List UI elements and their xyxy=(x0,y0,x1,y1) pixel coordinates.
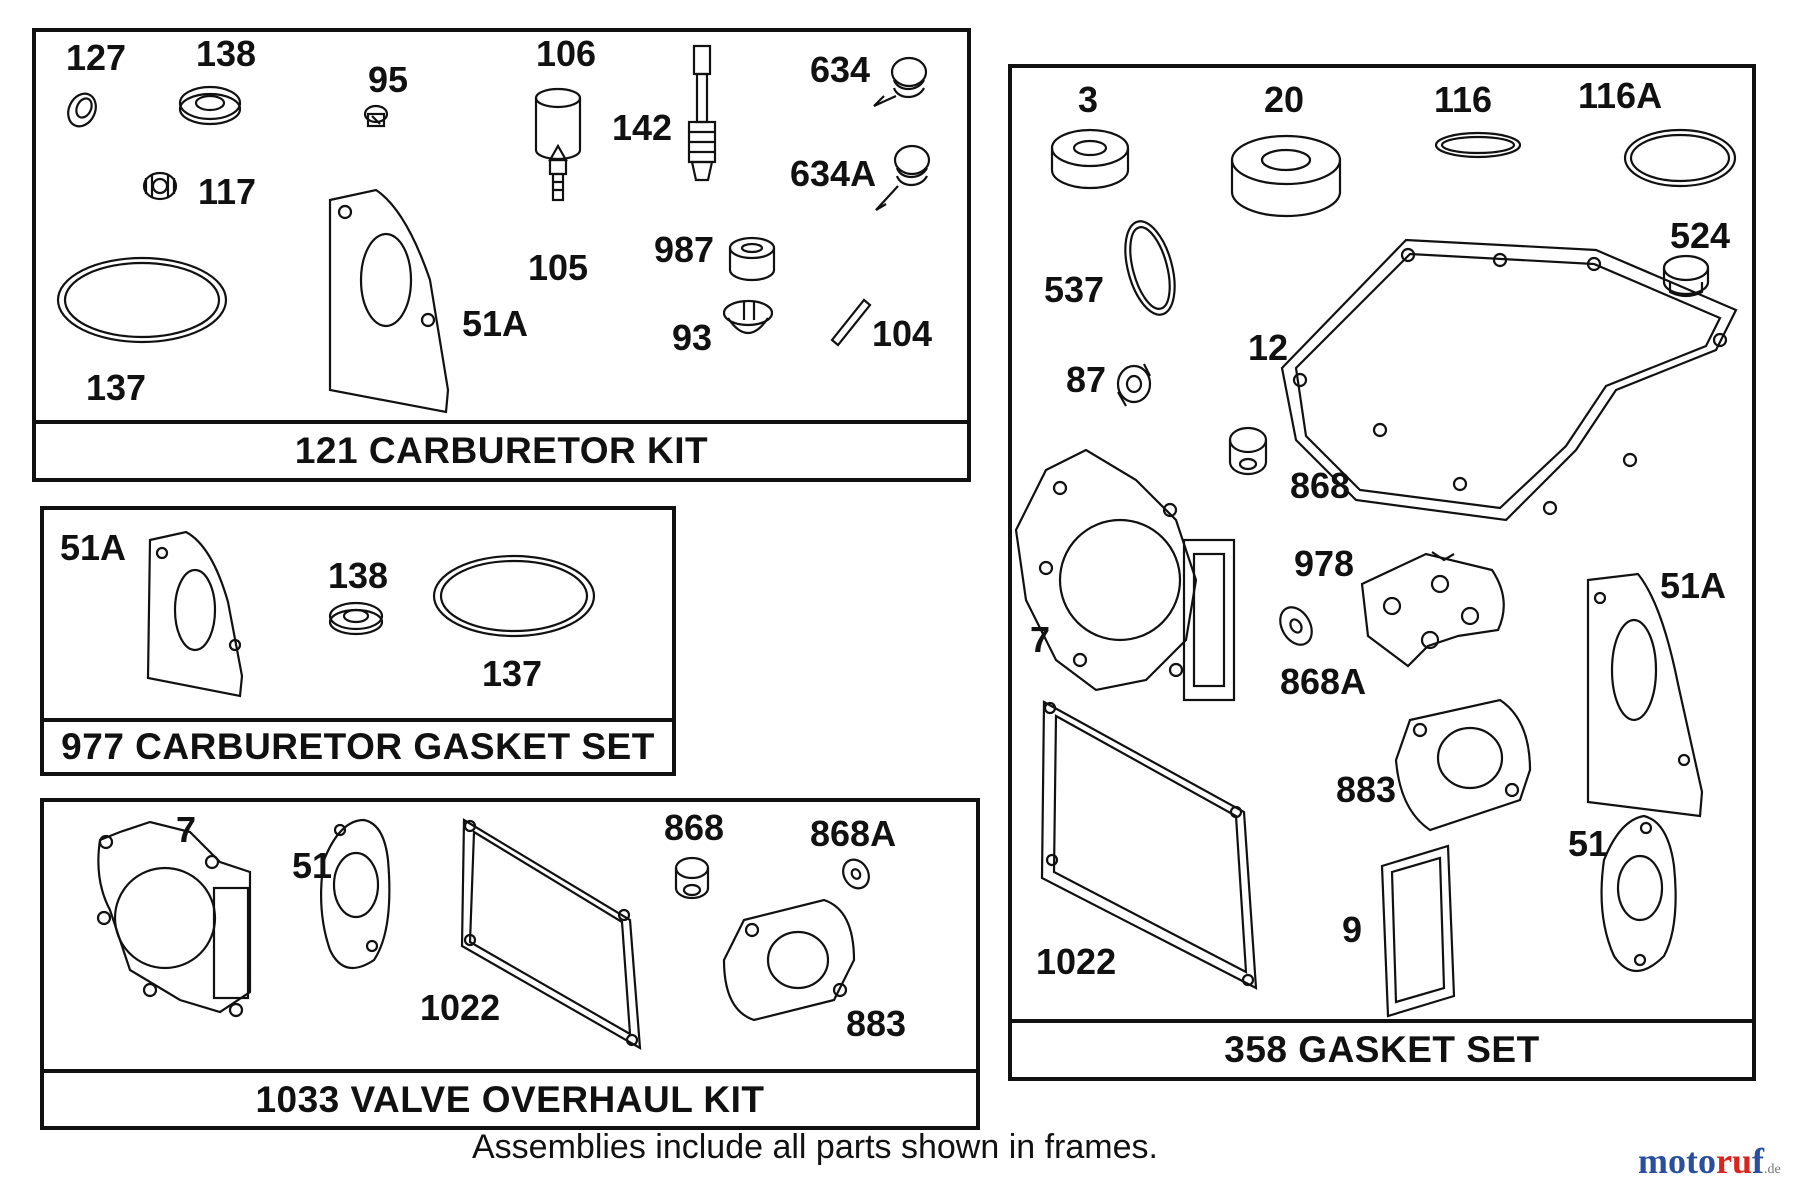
part-524-plug xyxy=(1662,254,1710,298)
part-20-seal xyxy=(1230,134,1342,218)
label-116a: 116A xyxy=(1578,75,1663,116)
part-138-washer-set2 xyxy=(328,601,384,636)
part-1022-cover-gasket xyxy=(1040,700,1258,990)
part-1022-cover-gasket-kit xyxy=(460,818,642,1050)
part-138-washer xyxy=(178,85,242,126)
label-1022-kit: 1022 xyxy=(420,987,501,1028)
part-634a-spring xyxy=(875,144,931,211)
label-105: 105 xyxy=(528,247,589,288)
carburetor-kit-frame: 121 CARBURETOR KIT xyxy=(32,28,971,482)
label-104: 104 xyxy=(872,313,933,354)
label-978: 978 xyxy=(1294,543,1355,584)
footer-note: Assemblies include all parts shown in fr… xyxy=(472,1128,1158,1166)
label-868-kit: 868 xyxy=(664,807,725,848)
part-12-crankcase-gasket xyxy=(1280,238,1738,522)
label-868a-kit: 868A xyxy=(810,813,897,854)
part-978-bracket xyxy=(1360,551,1505,668)
part-87-seal xyxy=(1116,363,1152,407)
label-20: 20 xyxy=(1264,79,1305,120)
part-987-bushing xyxy=(728,236,776,282)
label-634a: 634A xyxy=(790,153,877,194)
part-105-needle xyxy=(548,143,568,202)
label-127: 127 xyxy=(66,37,127,78)
part-9-gasket xyxy=(1380,844,1456,1018)
part-137-ring xyxy=(56,256,228,344)
label-117: 117 xyxy=(198,171,257,212)
label-868a: 868A xyxy=(1280,661,1367,702)
part-883-gasket-kit xyxy=(722,898,856,1022)
part-127-washer xyxy=(67,92,97,128)
label-138-set2: 138 xyxy=(328,555,389,596)
label-93: 93 xyxy=(672,317,713,358)
part-883-gasket xyxy=(1394,698,1532,832)
carburetor-gasket-set-frame: 977 CARBURETOR GASKET SET xyxy=(40,506,676,776)
part-7-head-gasket xyxy=(1014,448,1236,702)
label-7-kit: 7 xyxy=(176,809,197,850)
label-1022: 1022 xyxy=(1036,941,1117,982)
label-106: 106 xyxy=(536,33,597,74)
label-87: 87 xyxy=(1066,359,1107,400)
label-95: 95 xyxy=(368,59,409,100)
part-116a-oring xyxy=(1623,128,1737,188)
part-868a-washer-kit xyxy=(842,858,870,890)
part-142-jet xyxy=(687,44,717,182)
part-95-screw xyxy=(363,104,389,128)
carburetor-gasket-set-title: 977 CARBURETOR GASKET SET xyxy=(44,718,672,772)
label-3: 3 xyxy=(1078,79,1099,120)
valve-overhaul-kit-title: 1033 VALVE OVERHAUL KIT xyxy=(44,1069,976,1126)
label-868: 868 xyxy=(1290,465,1351,506)
carburetor-kit-title: 121 CARBURETOR KIT xyxy=(36,420,967,478)
label-883-kit: 883 xyxy=(846,1003,907,1044)
label-524: 524 xyxy=(1670,215,1731,256)
label-883: 883 xyxy=(1336,769,1397,810)
label-137-set2: 137 xyxy=(482,653,543,694)
label-9: 9 xyxy=(1342,909,1363,950)
part-137-ring-set2 xyxy=(432,554,596,638)
label-51: 51 xyxy=(1568,823,1609,864)
label-537: 537 xyxy=(1044,269,1105,310)
brand-watermark: motoruf.de xyxy=(1638,1141,1781,1181)
label-51a: 51A xyxy=(462,303,529,344)
label-51a-gs: 51A xyxy=(1660,565,1727,606)
part-3-seal xyxy=(1050,128,1130,190)
part-868-seal xyxy=(1228,426,1268,476)
label-51a-set2: 51A xyxy=(60,527,127,568)
part-868-seal-kit xyxy=(674,856,710,900)
part-51a-gasket-set2 xyxy=(146,530,244,698)
label-7: 7 xyxy=(1030,619,1051,660)
part-116-oring xyxy=(1434,131,1522,159)
part-51a-gasket xyxy=(1586,572,1704,818)
part-7-head-gasket-kit xyxy=(96,820,252,1018)
part-634-spring xyxy=(873,56,928,108)
part-93-seat xyxy=(722,299,774,335)
label-138: 138 xyxy=(196,33,257,74)
label-987: 987 xyxy=(654,229,715,270)
part-537-oring xyxy=(1124,220,1176,316)
gasket-set-title: 358 GASKET SET xyxy=(1012,1019,1752,1077)
part-868a-washer xyxy=(1279,606,1313,646)
label-634: 634 xyxy=(810,49,871,90)
part-106-bushing xyxy=(534,87,582,161)
label-142: 142 xyxy=(612,107,673,148)
label-12: 12 xyxy=(1248,327,1289,368)
part-51-gasket-kit xyxy=(320,818,391,970)
part-117-spring xyxy=(142,171,178,201)
part-51-gasket xyxy=(1600,814,1677,972)
label-51-kit: 51 xyxy=(292,845,333,886)
label-116: 116 xyxy=(1434,79,1493,120)
part-51a-gasket xyxy=(328,188,450,414)
part-104-pin xyxy=(830,298,872,347)
label-137: 137 xyxy=(86,367,147,408)
